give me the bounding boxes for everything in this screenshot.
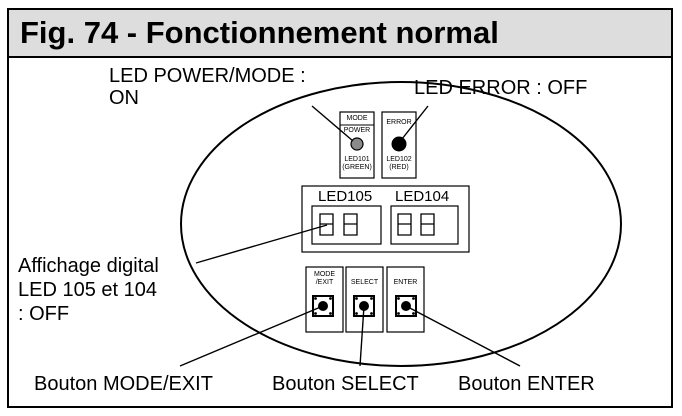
- callout-display-line3: : OFF: [18, 303, 70, 325]
- callout-display-line1: Affichage digital: [18, 255, 159, 277]
- figure-title: Fig. 74 - Fonctionnement normal: [20, 15, 499, 50]
- callout-button-mode-exit: Bouton MODE/EXIT: [34, 373, 213, 395]
- led-power-indicator: [350, 137, 364, 151]
- leader-button-mode-exit: [179, 305, 324, 367]
- button-mode-exit-label-1: MODE: [314, 271, 335, 278]
- led-power-color: (GREEN): [342, 164, 372, 171]
- led-error-color: (RED): [389, 164, 409, 171]
- callout-button-enter: Bouton ENTER: [458, 373, 595, 395]
- display-led105-box: [311, 205, 382, 245]
- leader-led-power: [311, 105, 354, 142]
- digits-led104: [397, 213, 435, 236]
- button-select-label: SELECT: [350, 279, 379, 286]
- leader-led-error: [401, 105, 429, 140]
- callout-display-line2: LED 105 et 104: [18, 279, 157, 301]
- leader-display: [195, 224, 328, 264]
- callout-button-select: Bouton SELECT: [272, 373, 419, 395]
- led-error-label-top: ERROR: [386, 119, 412, 126]
- digits-led105: [319, 213, 358, 236]
- display-right-label: LED104: [395, 188, 450, 205]
- led-power-label-mid: POWER: [343, 127, 371, 134]
- display-led104-box: [390, 205, 459, 245]
- callout-led-power-line2: ON: [109, 87, 139, 109]
- panel-ellipse: [180, 81, 622, 367]
- led-error-code: LED102: [386, 156, 412, 163]
- title-bar: Fig. 74 - Fonctionnement normal: [7, 8, 673, 58]
- led-power-label-top: MODE: [346, 115, 368, 122]
- leader-button-enter: [405, 305, 521, 367]
- callout-led-power-line1: LED POWER/MODE :: [109, 65, 306, 87]
- display-left-label: LED105: [318, 188, 373, 205]
- leader-button-select: [359, 305, 365, 367]
- callout-led-error: LED ERROR : OFF: [414, 77, 588, 99]
- button-enter-label: ENTER: [393, 279, 418, 286]
- button-mode-exit-label-2: /EXIT: [315, 279, 334, 286]
- led-power-code: LED101: [344, 156, 370, 163]
- led-error-indicator: [391, 136, 407, 152]
